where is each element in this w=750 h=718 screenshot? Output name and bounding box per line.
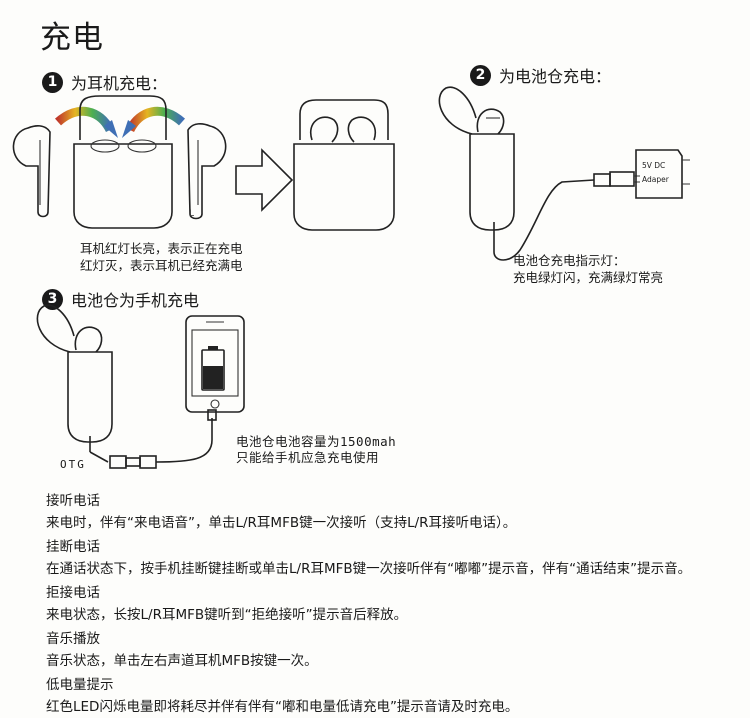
phone-charging-caption: 电池仓电池容量为1500mah 只能给手机应急充电使用 bbox=[236, 434, 396, 466]
case-with-open-lid-otg bbox=[36, 304, 113, 452]
open-case-illustration bbox=[73, 95, 173, 229]
step-3-header: 3 电池仓为手机充电 bbox=[42, 287, 199, 311]
charging-arrows bbox=[54, 106, 186, 138]
phone-caption-line-1: 电池仓电池容量为1500mah bbox=[236, 434, 397, 449]
instruction-reject-body: 来电状态，长按L/R耳MFB键听到“拒绝接听”提示音后释放。 bbox=[46, 607, 408, 623]
arrow-right-icon bbox=[235, 148, 294, 212]
step-3-badge: 3 bbox=[42, 288, 63, 310]
instruction-hangup-body: 在通话状态下，按手机挂断键挂断或单击L/R耳MFB键一次接听伴有“嘟嘟”提示音，… bbox=[46, 561, 692, 577]
case-caption-line-2: 充电绿灯闪，充满绿灯常亮 bbox=[513, 270, 664, 285]
step-2-label: 为电池仓充电： bbox=[499, 67, 612, 86]
case-caption-line-1: 电池仓充电指示灯： bbox=[513, 253, 626, 268]
step-2-header: 2 为电池仓充电： bbox=[470, 63, 611, 87]
case-with-open-lid bbox=[438, 86, 515, 231]
instruction-answer-body: 来电时，伴有“来电语音”，单击L/R耳MFB键一次接听（支持L/R耳接听电话）。 bbox=[46, 515, 517, 531]
smartphone-illustration bbox=[185, 315, 245, 413]
instruction-lowbattery-heading: 低电量提示 bbox=[46, 677, 114, 693]
step-2-badge: 2 bbox=[470, 64, 491, 86]
phone-caption-line-2: 只能给手机应急充电使用 bbox=[236, 450, 380, 465]
usb-cable-to-adapter bbox=[493, 171, 640, 261]
earbud-caption-line-2: 红灯灭，表示耳机已经充满电 bbox=[80, 258, 243, 273]
page-title: 充电 bbox=[40, 20, 104, 56]
adapter-name-label: Adaper bbox=[642, 175, 670, 184]
step-3-label: 电池仓为手机充电 bbox=[71, 291, 200, 310]
step-1-header: 1 为耳机充电： bbox=[42, 70, 167, 94]
charging-illustrations: L 5V DC Adaper bbox=[12, 86, 690, 469]
instruction-lowbattery-body: 红色LED闪烁电量即将耗尽并伴有伴有“嘟和电量低请充电”提示音请及时充电。 bbox=[46, 699, 519, 715]
left-earbud-illustration bbox=[12, 125, 51, 218]
step-1-label: 为耳机充电： bbox=[71, 74, 168, 93]
instruction-music-body: 音乐状态，单击左右声道耳机MFB按键一次。 bbox=[46, 653, 318, 669]
right-earbud-illustration: L bbox=[187, 123, 227, 220]
otg-cable bbox=[89, 409, 217, 469]
instructions-section: 接听电话 来电时，伴有“来电语音”，单击L/R耳MFB键一次接听（支持L/R耳接… bbox=[46, 490, 736, 718]
otg-label: OTG bbox=[60, 458, 86, 471]
instruction-music-heading: 音乐播放 bbox=[46, 631, 100, 647]
left-earbud-marker: L bbox=[189, 209, 194, 219]
step-1-badge: 1 bbox=[42, 71, 63, 93]
earbud-charging-caption: 耳机红灯长亮，表示正在充电 红灯灭，表示耳机已经充满电 bbox=[80, 240, 243, 274]
closed-case-with-earbuds bbox=[293, 99, 395, 231]
earbud-caption-line-1: 耳机红灯长亮，表示正在充电 bbox=[80, 241, 243, 256]
case-charging-caption: 电池仓充电指示灯： 充电绿灯闪，充满绿灯常亮 bbox=[513, 252, 663, 286]
power-adapter-illustration: 5V DC Adaper bbox=[635, 149, 690, 199]
instruction-hangup-heading: 挂断电话 bbox=[46, 539, 100, 555]
instruction-reject-heading: 拒接电话 bbox=[46, 585, 100, 601]
instruction-answer-heading: 接听电话 bbox=[46, 493, 100, 509]
adapter-voltage-label: 5V DC bbox=[642, 161, 665, 170]
